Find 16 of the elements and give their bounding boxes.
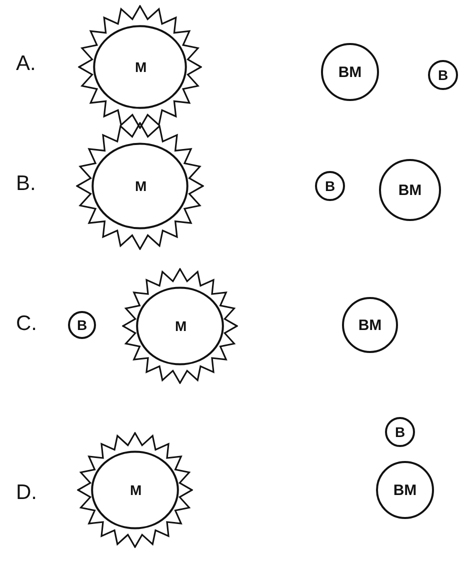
row-letter: A.	[16, 53, 36, 74]
circle-node: B	[315, 171, 345, 201]
row-letter: D.	[16, 482, 37, 503]
node-label: M	[135, 179, 147, 193]
node-label: M	[130, 483, 142, 497]
circle-node: BM	[379, 159, 441, 221]
circle-node: BM	[376, 461, 434, 519]
row-letter: C.	[16, 313, 37, 334]
circle-node: BM	[342, 297, 398, 353]
circle-node: B	[68, 311, 96, 339]
circle-node: BM	[321, 43, 379, 101]
node-label: M	[175, 319, 187, 333]
circle-node: B	[428, 60, 458, 90]
row-letter: B.	[16, 173, 36, 194]
node-label: M	[135, 60, 147, 74]
circle-node: B	[385, 417, 415, 447]
